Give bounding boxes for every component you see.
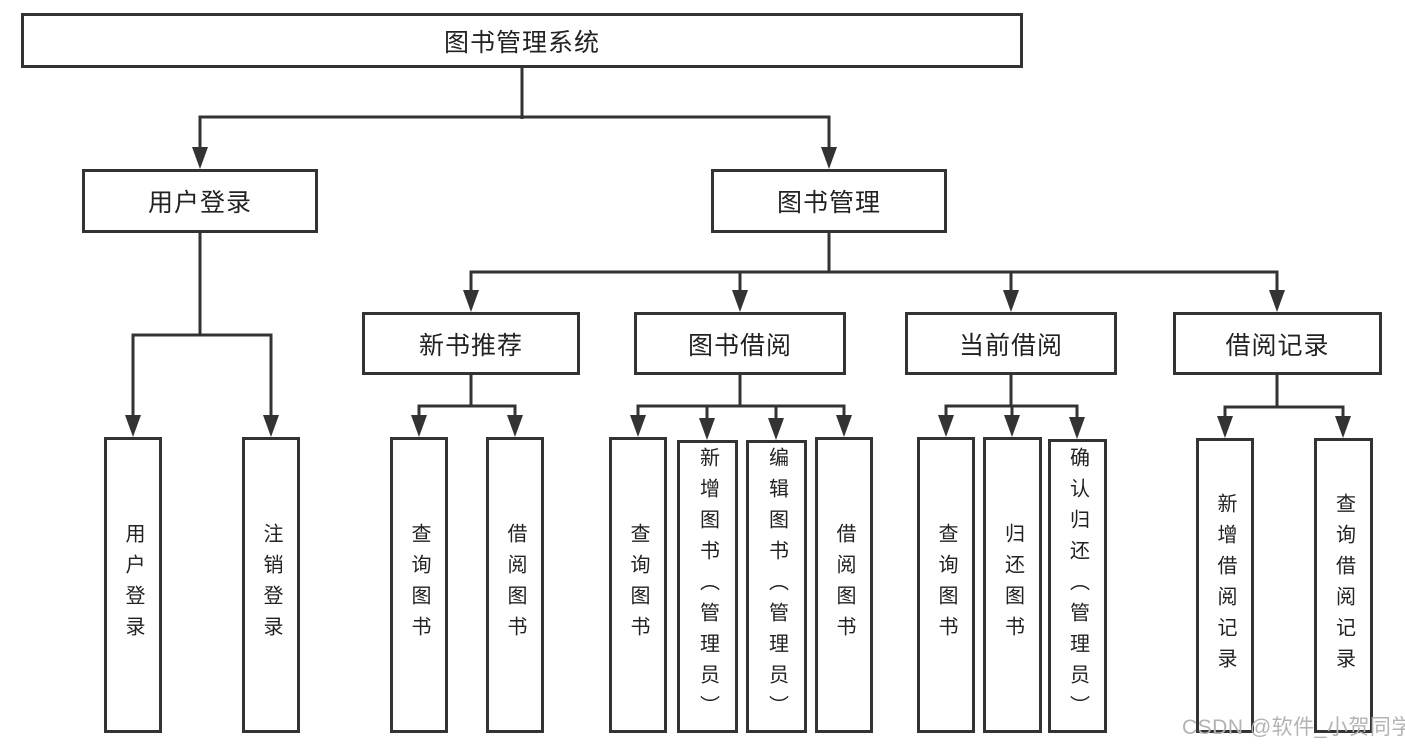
leaf-bb-edit-book-admin-label: 编辑图书（管理员） <box>765 447 788 726</box>
leaf-logout-label: 注销登录 <box>260 523 282 647</box>
leaf-br-add-record-label: 新增借阅记录 <box>1214 492 1236 679</box>
leaf-user-login: 用户登录 <box>104 437 162 733</box>
leaf-cb-return-book: 归还图书 <box>983 437 1042 733</box>
node-library-system: 图书管理系统 <box>21 13 1023 68</box>
leaf-user-login-label: 用户登录 <box>122 523 144 647</box>
leaf-cb-return-book-label: 归还图书 <box>1001 523 1024 647</box>
node-user-login: 用户登录 <box>82 169 318 233</box>
leaf-nb-borrow-book-label: 借阅图书 <box>504 523 526 647</box>
leaf-nb-query-book: 查询图书 <box>390 437 448 733</box>
leaf-bb-borrow-book-label: 借阅图书 <box>833 523 855 647</box>
leaf-bb-borrow-book: 借阅图书 <box>815 437 873 733</box>
node-user-login-label: 用户登录 <box>147 189 252 217</box>
node-book-borrow: 图书借阅 <box>634 312 846 375</box>
node-current-borrow: 当前借阅 <box>905 312 1117 375</box>
watermark-text: CSDN @软件_小贺同学 <box>1182 716 1405 739</box>
node-borrow-record: 借阅记录 <box>1173 312 1382 375</box>
node-new-book-recommend-label: 新书推荐 <box>418 331 523 360</box>
node-book-borrow-label: 图书借阅 <box>687 331 792 360</box>
leaf-br-query-record: 查询借阅记录 <box>1314 438 1373 733</box>
node-book-management-label: 图书管理 <box>776 189 881 217</box>
leaf-cb-confirm-return-admin-label: 确认归还（管理员） <box>1066 446 1089 726</box>
leaf-nb-borrow-book: 借阅图书 <box>486 437 544 733</box>
leaf-br-add-record: 新增借阅记录 <box>1196 438 1254 733</box>
leaf-bb-edit-book-admin: 编辑图书（管理员） <box>746 440 807 733</box>
leaf-bb-query-book: 查询图书 <box>609 437 667 733</box>
node-current-borrow-label: 当前借阅 <box>958 331 1063 360</box>
node-book-management: 图书管理 <box>711 169 947 233</box>
node-library-system-label: 图书管理系统 <box>443 28 600 57</box>
leaf-bb-add-book-admin: 新增图书（管理员） <box>677 440 738 733</box>
leaf-cb-query-book: 查询图书 <box>917 437 975 733</box>
node-new-book-recommend: 新书推荐 <box>362 312 580 375</box>
leaf-bb-query-book-label: 查询图书 <box>627 523 649 647</box>
leaf-logout: 注销登录 <box>242 437 300 733</box>
leaf-br-query-record-label: 查询借阅记录 <box>1332 492 1355 679</box>
leaf-nb-query-book-label: 查询图书 <box>408 523 430 647</box>
leaf-bb-add-book-admin-label: 新增图书（管理员） <box>696 447 719 726</box>
leaf-cb-query-book-label: 查询图书 <box>935 523 957 647</box>
node-borrow-record-label: 借阅记录 <box>1225 331 1330 360</box>
leaf-cb-confirm-return-admin: 确认归还（管理员） <box>1048 439 1107 733</box>
